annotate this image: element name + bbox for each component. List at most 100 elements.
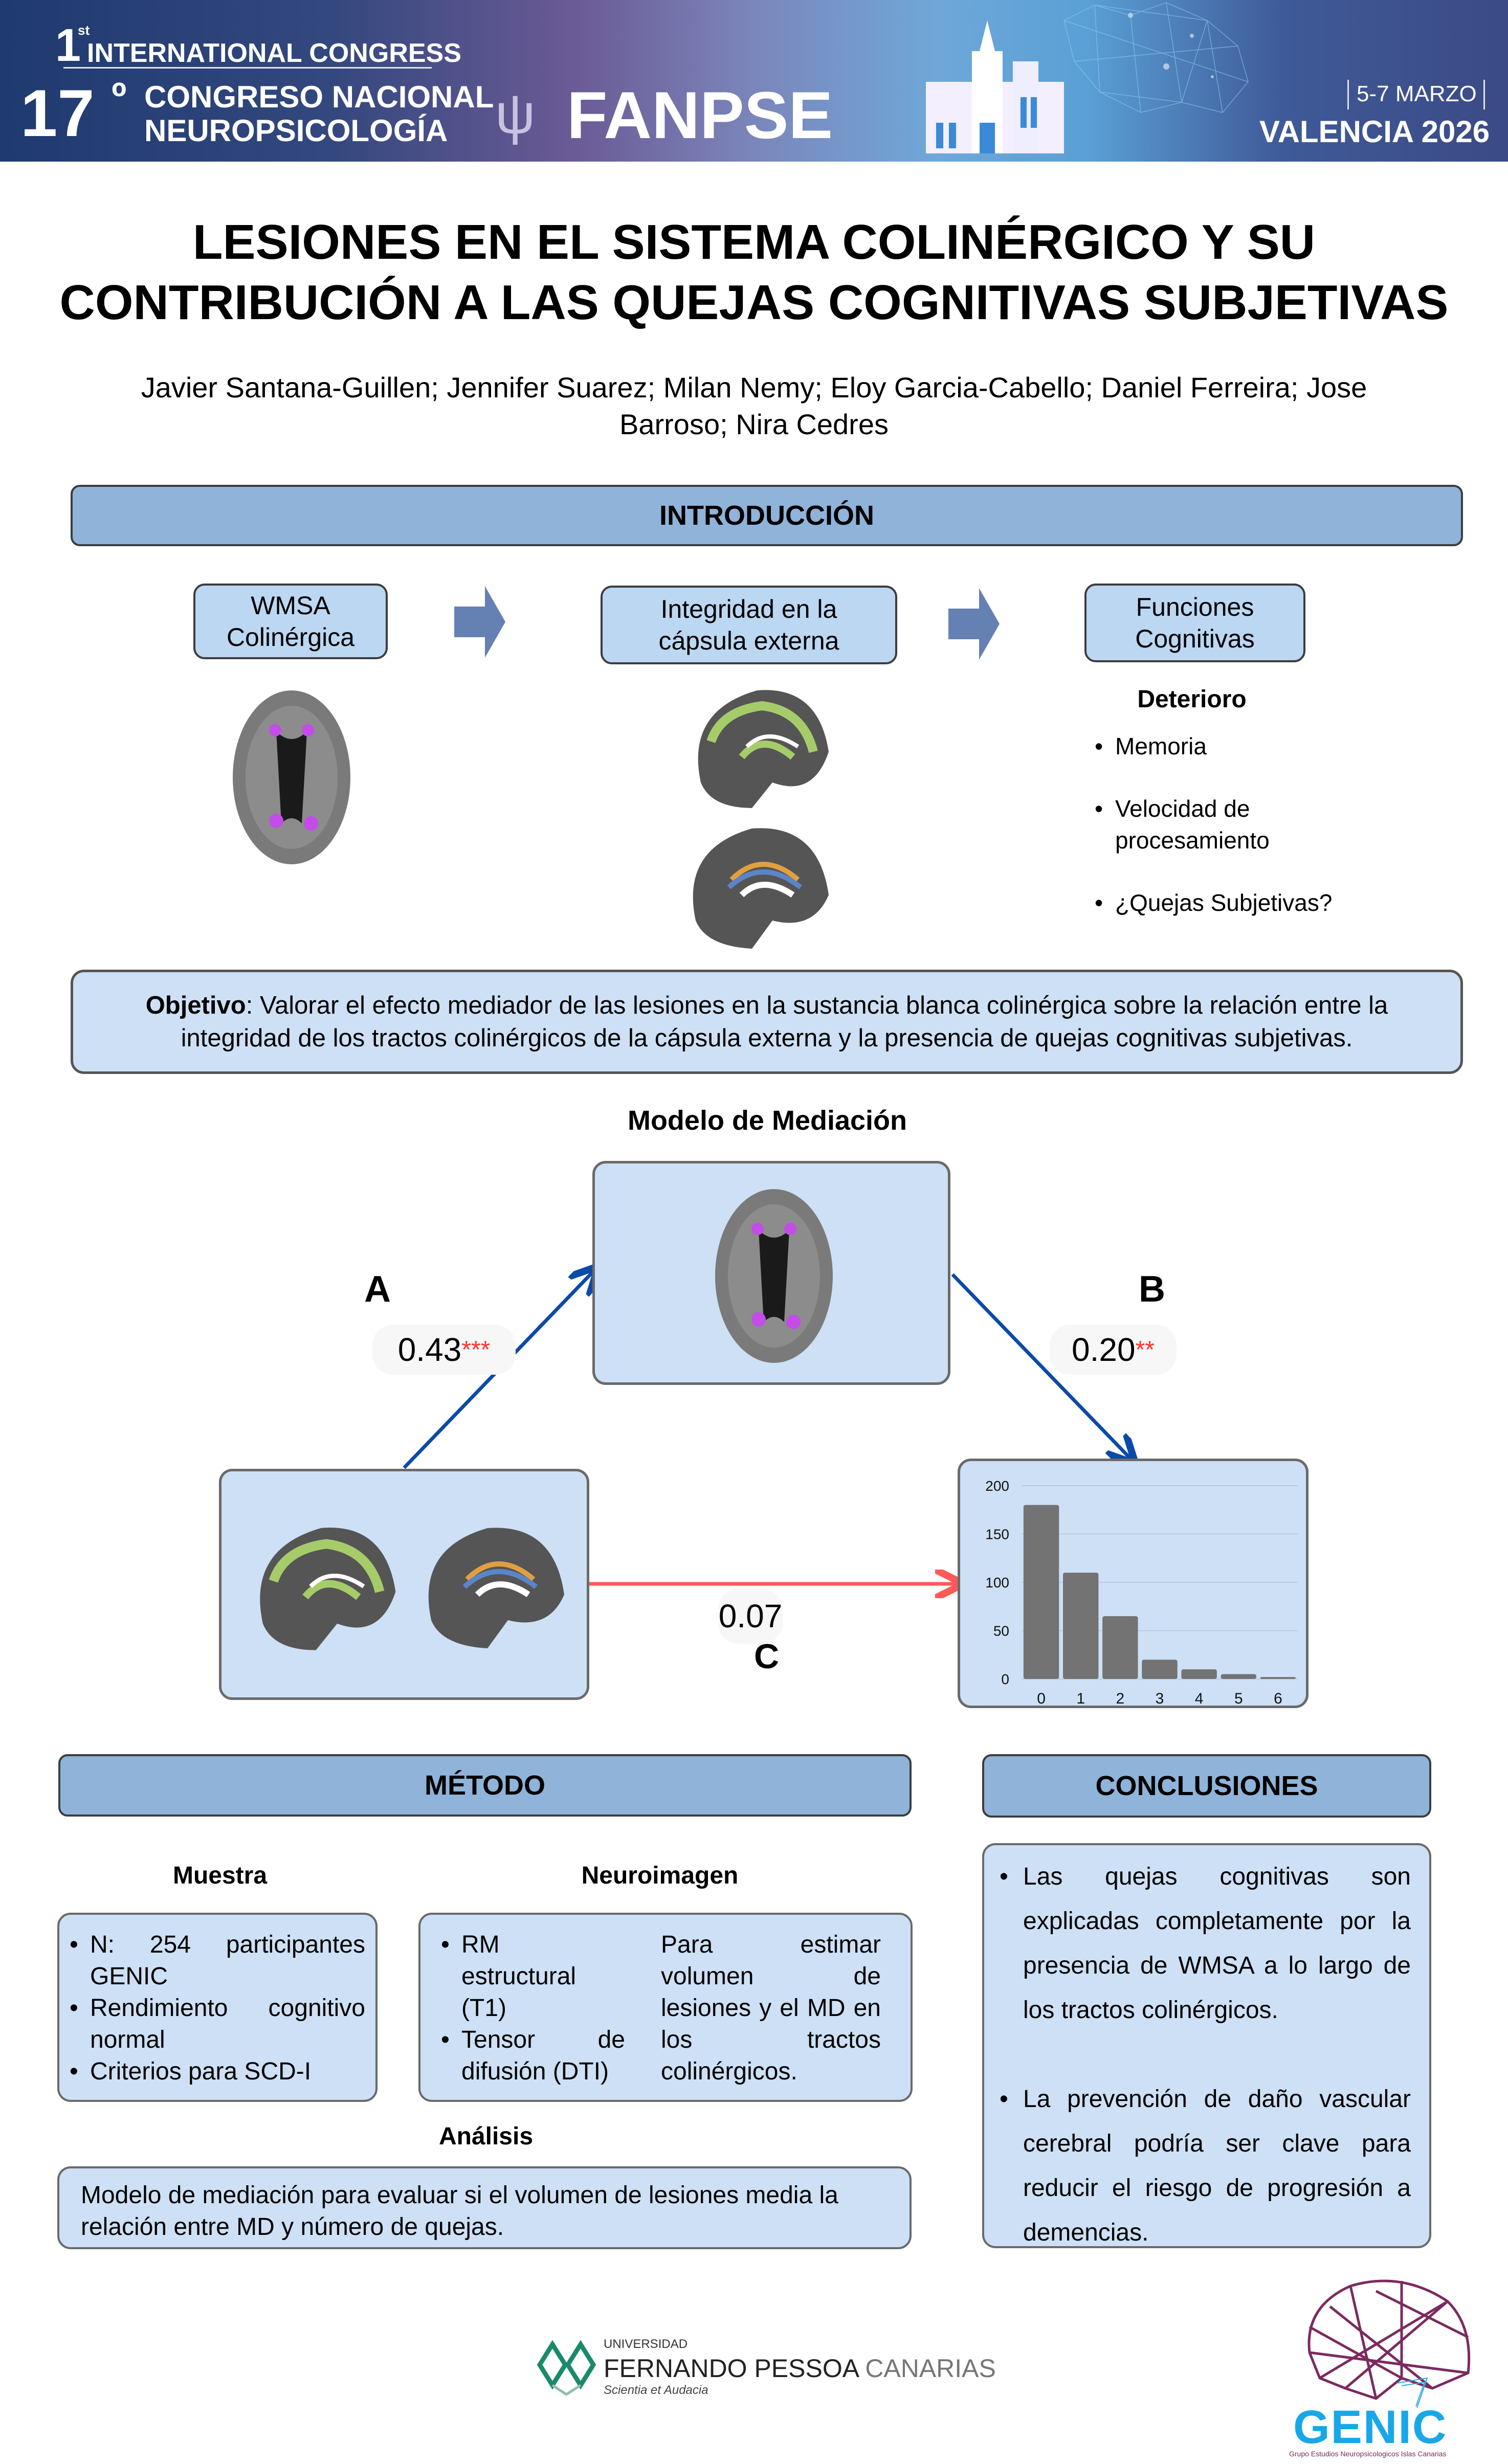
- chart-bar: [1221, 1674, 1256, 1679]
- genic-logo: GENIC Grupo Estudios Neuropsicologicos I…: [1289, 2271, 1494, 2460]
- axial-brain-wmsa-image: [715, 1189, 833, 1363]
- objective-body: : Valorar el efecto mediador de las lesi…: [181, 992, 1388, 1052]
- neuroimagen-description: Para estimar volumen de lesiones y el MD…: [661, 1931, 881, 2085]
- neuroimagen-item: RM estructural (T1): [441, 1929, 576, 2024]
- sagittal-brain-tracts-image: [260, 1528, 396, 1650]
- ufp-logo-icon: [537, 2340, 596, 2395]
- chart-bar: [1260, 1677, 1296, 1679]
- neuroimagen-item: Tensor de difusión (DTI): [441, 2024, 625, 2088]
- banner-congreso: CONGRESO NACIONAL: [144, 80, 494, 114]
- arrow-right-icon: [948, 588, 1000, 660]
- genic-brain-icon: [1307, 2279, 1471, 2408]
- banner-brand: FANPSE: [567, 78, 833, 152]
- deterioro-item: Velocidad de procesamiento: [1095, 793, 1279, 856]
- analisis-text: Modelo de mediación para evaluar si el v…: [81, 2182, 838, 2241]
- poster-title-line2: CONTRIBUCIÓN A LAS QUEJAS COGNITIVAS SUB…: [59, 275, 1449, 330]
- sagittal-brain-cingulum-image: [428, 1528, 564, 1648]
- chart-ytick-label: 200: [985, 1478, 1009, 1494]
- chart-bar: [1063, 1573, 1099, 1679]
- path-a-letter: A: [364, 1269, 391, 1310]
- chart-bar: [1023, 1505, 1059, 1679]
- fanpse-logo-icon: ψ: [495, 82, 536, 145]
- banner-first-num: 1: [55, 20, 81, 71]
- path-c-coefficient: 0.07: [718, 1588, 783, 1644]
- conclusiones-box: Las quejas cognitivas son explicadas com…: [982, 1843, 1431, 2248]
- flow-box-integridad-l1: Integridad en la: [660, 595, 837, 623]
- muestra-list: N: 254 participantes GENIC Rendimiento c…: [70, 1929, 365, 2088]
- chart-bar: [1142, 1660, 1178, 1679]
- arrow-right-icon: [454, 586, 505, 658]
- chart-ytick-label: 0: [1001, 1671, 1009, 1687]
- authors-line2: Barroso; Nira Cedres: [619, 408, 889, 440]
- ufp-name: FERNANDO PESSOA CANARIAS: [604, 2354, 996, 2383]
- mediator-box: [592, 1161, 950, 1385]
- objective-label: Objetivo: [145, 992, 246, 1019]
- banner-first-sup: st: [78, 23, 90, 38]
- flow-box-funciones-l2: Cognitivas: [1135, 624, 1255, 653]
- path-b-arrow: [951, 1273, 1130, 1459]
- path-b-stars: **: [1135, 1336, 1155, 1363]
- analisis-title: Análisis: [438, 2123, 534, 2150]
- path-a-stars: ***: [461, 1336, 491, 1363]
- chart-bar: [1102, 1616, 1138, 1679]
- muestra-item: Criterios para SCD-I: [70, 2056, 365, 2088]
- banner-divider: [63, 67, 432, 69]
- flow-box-wmsa-l2: Colinérgica: [226, 623, 355, 652]
- brain-network-icon: [1063, 2, 1249, 113]
- chart-xtick-label: 5: [1234, 1690, 1243, 1706]
- chart-xtick-label: 2: [1116, 1690, 1125, 1706]
- muestra-item: Rendimiento cognitivo normal: [70, 1992, 365, 2056]
- banner-degree: º: [112, 74, 127, 120]
- valencia-building-icon: [926, 20, 1064, 153]
- flow-box-funciones-l1: Funciones: [1136, 593, 1254, 621]
- chart-bar: [1181, 1669, 1217, 1679]
- intro-header: INTRODUCCIÓN: [71, 485, 1463, 546]
- muestra-item: N: 254 participantes GENIC: [70, 1929, 365, 1992]
- ufp-name-canarias: CANARIAS: [865, 2354, 996, 2383]
- analisis-box: Modelo de mediación para evaluar si el v…: [57, 2166, 912, 2249]
- path-c-value: 0.07: [718, 1598, 783, 1634]
- chart-ytick-label: 50: [993, 1623, 1009, 1639]
- objective-box: Objetivo: Valorar el efecto mediador de …: [71, 970, 1463, 1074]
- ufp-motto: Scientia et Audacia: [604, 2383, 708, 2397]
- chart-xtick-label: 3: [1156, 1690, 1164, 1706]
- flow-box-integridad: Integridad en la cápsula externa: [601, 586, 897, 664]
- banner-international: INTERNATIONAL CONGRESS: [87, 38, 461, 68]
- chart-ytick-label: 150: [985, 1527, 1009, 1542]
- ufp-name-main: FERNANDO PESSOA: [604, 2354, 858, 2383]
- banner-neuro: NEUROPSICOLOGÍA: [144, 114, 448, 148]
- chart-xtick-label: 1: [1076, 1690, 1085, 1706]
- path-a-value: 0.43: [397, 1331, 462, 1368]
- deterioro-list: Memoria Velocidad de procesamiento ¿Quej…: [1095, 730, 1361, 919]
- banner-date-bar-left: [1347, 80, 1349, 109]
- conclusiones-list: Las quejas cognitivas son explicadas com…: [1000, 1854, 1411, 2255]
- poster-title-line1: LESIONES EN EL SISTEMA COLINÉRGICO Y SU: [192, 215, 1316, 270]
- authors-line1: Javier Santana-Guillen; Jennifer Suarez;…: [141, 371, 1367, 404]
- ufp-small: UNIVERSIDAD: [604, 2337, 688, 2351]
- path-a-coefficient: 0.43***: [372, 1325, 516, 1375]
- sagittal-brain-cingulum-image: [693, 828, 829, 949]
- sagittal-brain-tracts-image: [698, 690, 829, 808]
- objective-text: Objetivo: Valorar el efecto mediador de …: [104, 989, 1430, 1055]
- independent-box: [219, 1469, 589, 1700]
- flow-box-integridad-l2: cápsula externa: [658, 626, 839, 655]
- muestra-box: N: 254 participantes GENIC Rendimiento c…: [57, 1913, 378, 2102]
- path-b-value: 0.20: [1072, 1331, 1136, 1368]
- conclusiones-header: CONCLUSIONES: [982, 1754, 1431, 1818]
- genic-subtitle: Grupo Estudios Neuropsicologicos Islas C…: [1289, 2450, 1447, 2458]
- deterioro-item: ¿Quejas Subjetivas?: [1095, 887, 1361, 919]
- neuroimagen-title: Neuroimagen: [581, 1862, 739, 1889]
- mediation-title: Modelo de Mediación: [627, 1105, 907, 1136]
- conclusion-item: La prevención de daño vascular cerebral …: [1000, 2077, 1411, 2255]
- banner-dates: 5-7 MARZO: [1357, 81, 1477, 106]
- deterioro-item: Memoria: [1095, 730, 1361, 762]
- banner-17: 17: [20, 76, 95, 150]
- ufp-logo: UNIVERSIDAD FERNANDO PESSOA CANARIAS Sci…: [537, 2336, 997, 2398]
- neuroimagen-box: RM estructural (T1) Tensor de difusión (…: [418, 1913, 913, 2102]
- deterioro-title: Deterioro: [1137, 686, 1247, 713]
- conclusion-item: Las quejas cognitivas son explicadas com…: [1000, 1854, 1411, 2032]
